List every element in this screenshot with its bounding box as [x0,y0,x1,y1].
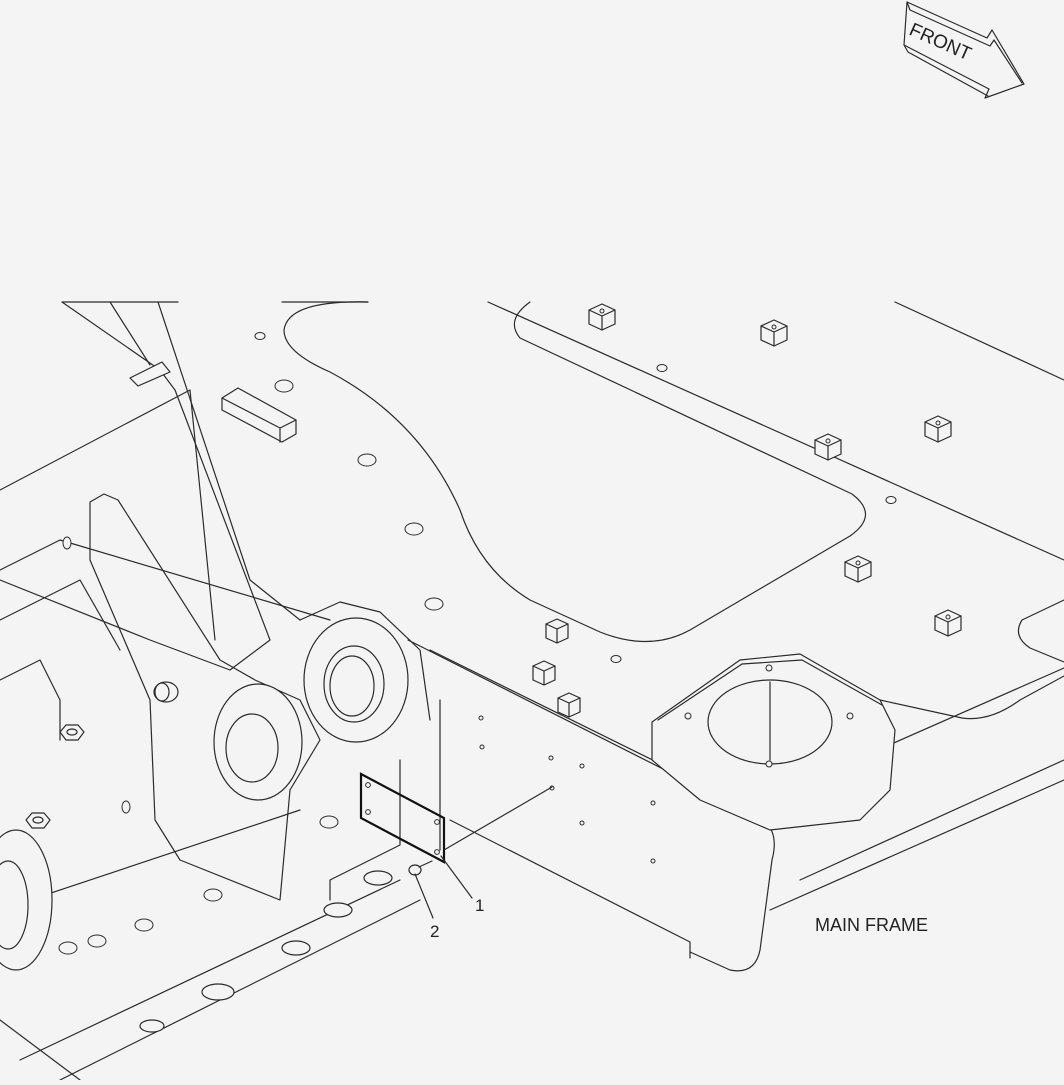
mounting-blocks [221,303,962,718]
callout-1: 1 [475,896,484,915]
callout-leaders [414,786,553,919]
boom-bracket [0,601,431,971]
rivet [408,860,433,876]
swing-bearing-mount [651,653,896,831]
callout-2: 2 [430,922,439,941]
bolts [25,681,393,1033]
front-arrow: FRONT [903,1,1025,99]
deck-holes [58,332,897,955]
name-plate [359,772,446,864]
main-frame-label: MAIN FRAME [815,915,928,935]
